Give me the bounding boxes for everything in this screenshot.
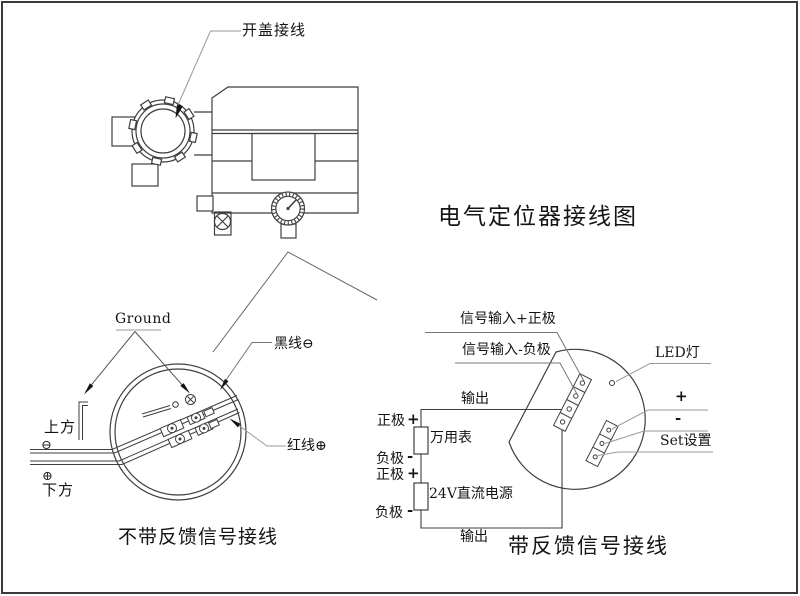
red-wire-run [30,408,240,465]
cover-label-leader [175,30,241,119]
plus-polarity-icon: ⊕ [42,469,53,484]
red-wire-leader [229,418,286,447]
pressure-gauge-icon [270,191,306,239]
detail-callout-lines [212,251,378,353]
black-wire-label: 黑线⊖ [274,336,314,352]
cover-ring [128,96,198,166]
cover-ring-tabs [128,96,198,166]
left-terminal-view [30,329,286,501]
output-top-label: 输出 [461,391,489,407]
negative-row-2-label: 负极 [375,505,403,521]
minus-terminal-label: - [675,409,682,427]
device-center-pocket [251,132,316,181]
plus-sign-1: + [407,410,420,428]
mount-tab [196,195,214,212]
red-wire-label: 红线⊕ [287,438,327,454]
output-bottom-label: 输出 [460,529,488,545]
black-wire-leader [220,342,272,390]
terminal-block-3 [585,419,619,468]
plus-terminal-label: + [675,387,688,405]
minus-polarity-icon: ⊖ [41,438,52,453]
plus-sign-2: + [407,464,420,482]
positive-row-2-label: 正极 [376,467,404,483]
ground-label-leaders [84,329,190,395]
set-button-label: Set设置 [660,433,712,449]
power-supply-label: 24V直流电源 [429,486,513,502]
minus-sign-2: - [407,501,414,519]
drain-screw-icon [213,211,232,236]
page-title: 电气定位器接线图 [438,204,638,230]
minus-sign-1: - [407,447,414,465]
left-caption: 不带反馈信号接线 [118,526,279,548]
cover-face-outline [508,348,646,490]
cover-opening-outer [109,363,247,501]
cover-opening-inner [114,368,242,496]
right-caption: 带反馈信号接线 [508,534,669,558]
negative-row-1-label: 负极 [376,451,404,467]
multimeter-label: 万用表 [430,430,472,446]
signal-input-minus-label: 信号输入-负极 [462,342,551,358]
positioner-device-drawing [111,30,359,239]
top-side-label: 上方 [44,418,77,436]
ground-lug-wire [78,401,88,440]
device-body-outline [211,86,359,214]
led-indicator-dot [609,380,615,386]
multimeter-box [413,426,429,455]
ground-label: Ground [115,311,172,327]
bottom-side-label: 下方 [42,481,75,499]
power-supply-box [413,482,429,511]
ground-screw [141,394,196,418]
right-terminal-view [413,332,713,529]
right-label-leaders [425,332,713,456]
cover-base-step [131,163,159,187]
signal-input-plus-label: 信号输入+正极 [460,311,556,327]
terminal-block-4 [552,373,593,432]
black-wire-run [30,395,239,454]
positive-row-1-label: 正极 [377,413,405,429]
led-label: LED灯 [655,345,700,361]
cover-open-label: 开盖接线 [242,21,307,39]
